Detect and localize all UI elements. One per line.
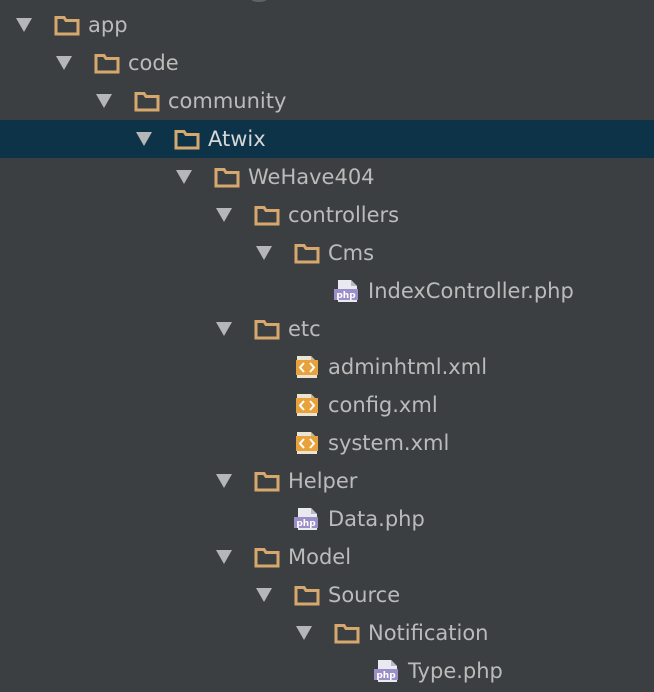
tree-item-code[interactable]: code (0, 44, 654, 82)
chevron-down-icon[interactable] (296, 626, 312, 640)
folder-icon (254, 469, 280, 493)
folder-icon (134, 89, 160, 113)
chevron-down-icon[interactable] (256, 588, 272, 602)
chevron-down-icon[interactable] (96, 94, 112, 108)
tree-item-cms[interactable]: Cms (0, 234, 654, 272)
tree-item-label: system.xml (328, 431, 450, 455)
xml-file-icon (294, 355, 320, 379)
tree-item-adminhtml-xml[interactable]: adminhtml.xml (0, 348, 654, 386)
chevron-down-icon[interactable] (216, 208, 232, 222)
tree-item-notification[interactable]: Notification (0, 614, 654, 652)
svg-text:php: php (376, 671, 396, 681)
tree-item-label: Type.php (408, 659, 503, 683)
tree-item-label: Cms (328, 241, 375, 265)
chevron-down-icon[interactable] (176, 170, 192, 184)
folder-icon (94, 51, 120, 75)
tree-item-indexcontroller-php[interactable]: php IndexController.php (0, 272, 654, 310)
tree-item-label: code (128, 51, 179, 75)
folder-icon (54, 13, 80, 37)
tree-item-label: Source (328, 583, 401, 607)
tree-item-type-php[interactable]: php Type.php (0, 652, 654, 690)
tree-item-config-xml[interactable]: config.xml (0, 386, 654, 424)
chevron-down-icon[interactable] (216, 474, 232, 488)
php-file-icon: php (374, 659, 400, 683)
tree-item-label: app (88, 13, 128, 37)
tree-item-atwix[interactable]: Atwix (0, 120, 654, 158)
folder-icon (254, 203, 280, 227)
tree-item-label: etc (288, 317, 321, 341)
php-file-icon: php (334, 279, 360, 303)
tree-item-community[interactable]: community (0, 82, 654, 120)
folder-icon (174, 127, 200, 151)
chevron-down-icon[interactable] (216, 322, 232, 336)
tree-item-model[interactable]: Model (0, 538, 654, 576)
tree-item-helper[interactable]: Helper (0, 462, 654, 500)
tree-item-label: Notification (368, 621, 489, 645)
svg-text:php: php (296, 519, 316, 529)
folder-icon (294, 583, 320, 607)
tree-item-system-xml[interactable]: system.xml (0, 424, 654, 462)
tree-item-label: adminhtml.xml (328, 355, 488, 379)
tree-item-label: Model (288, 545, 352, 569)
svg-text:php: php (336, 291, 356, 301)
tree-item-source[interactable]: Source (0, 576, 654, 614)
tree-item-label: IndexController.php (368, 279, 574, 303)
tree-item-label: config.xml (328, 393, 438, 417)
scroll-remnant (250, 0, 268, 2)
xml-file-icon (294, 393, 320, 417)
chevron-down-icon[interactable] (16, 18, 32, 32)
tree-item-wehave404[interactable]: WeHave404 (0, 158, 654, 196)
chevron-down-icon[interactable] (256, 246, 272, 260)
chevron-down-icon[interactable] (56, 56, 72, 70)
tree-item-label: Atwix (208, 127, 266, 151)
tree-item-app[interactable]: app (0, 6, 654, 44)
folder-icon (254, 317, 280, 341)
folder-icon (214, 165, 240, 189)
tree-item-label: WeHave404 (248, 165, 375, 189)
folder-icon (334, 621, 360, 645)
tree-item-data-php[interactable]: php Data.php (0, 500, 654, 538)
chevron-down-icon[interactable] (136, 132, 152, 146)
folder-icon (294, 241, 320, 265)
tree-item-label: community (168, 89, 287, 113)
tree-item-controllers[interactable]: controllers (0, 196, 654, 234)
php-file-icon: php (294, 507, 320, 531)
tree-item-label: Helper (288, 469, 358, 493)
chevron-down-icon[interactable] (216, 550, 232, 564)
tree-item-label: controllers (288, 203, 400, 227)
xml-file-icon (294, 431, 320, 455)
tree-item-etc[interactable]: etc (0, 310, 654, 348)
folder-icon (254, 545, 280, 569)
tree-item-label: Data.php (328, 507, 425, 531)
